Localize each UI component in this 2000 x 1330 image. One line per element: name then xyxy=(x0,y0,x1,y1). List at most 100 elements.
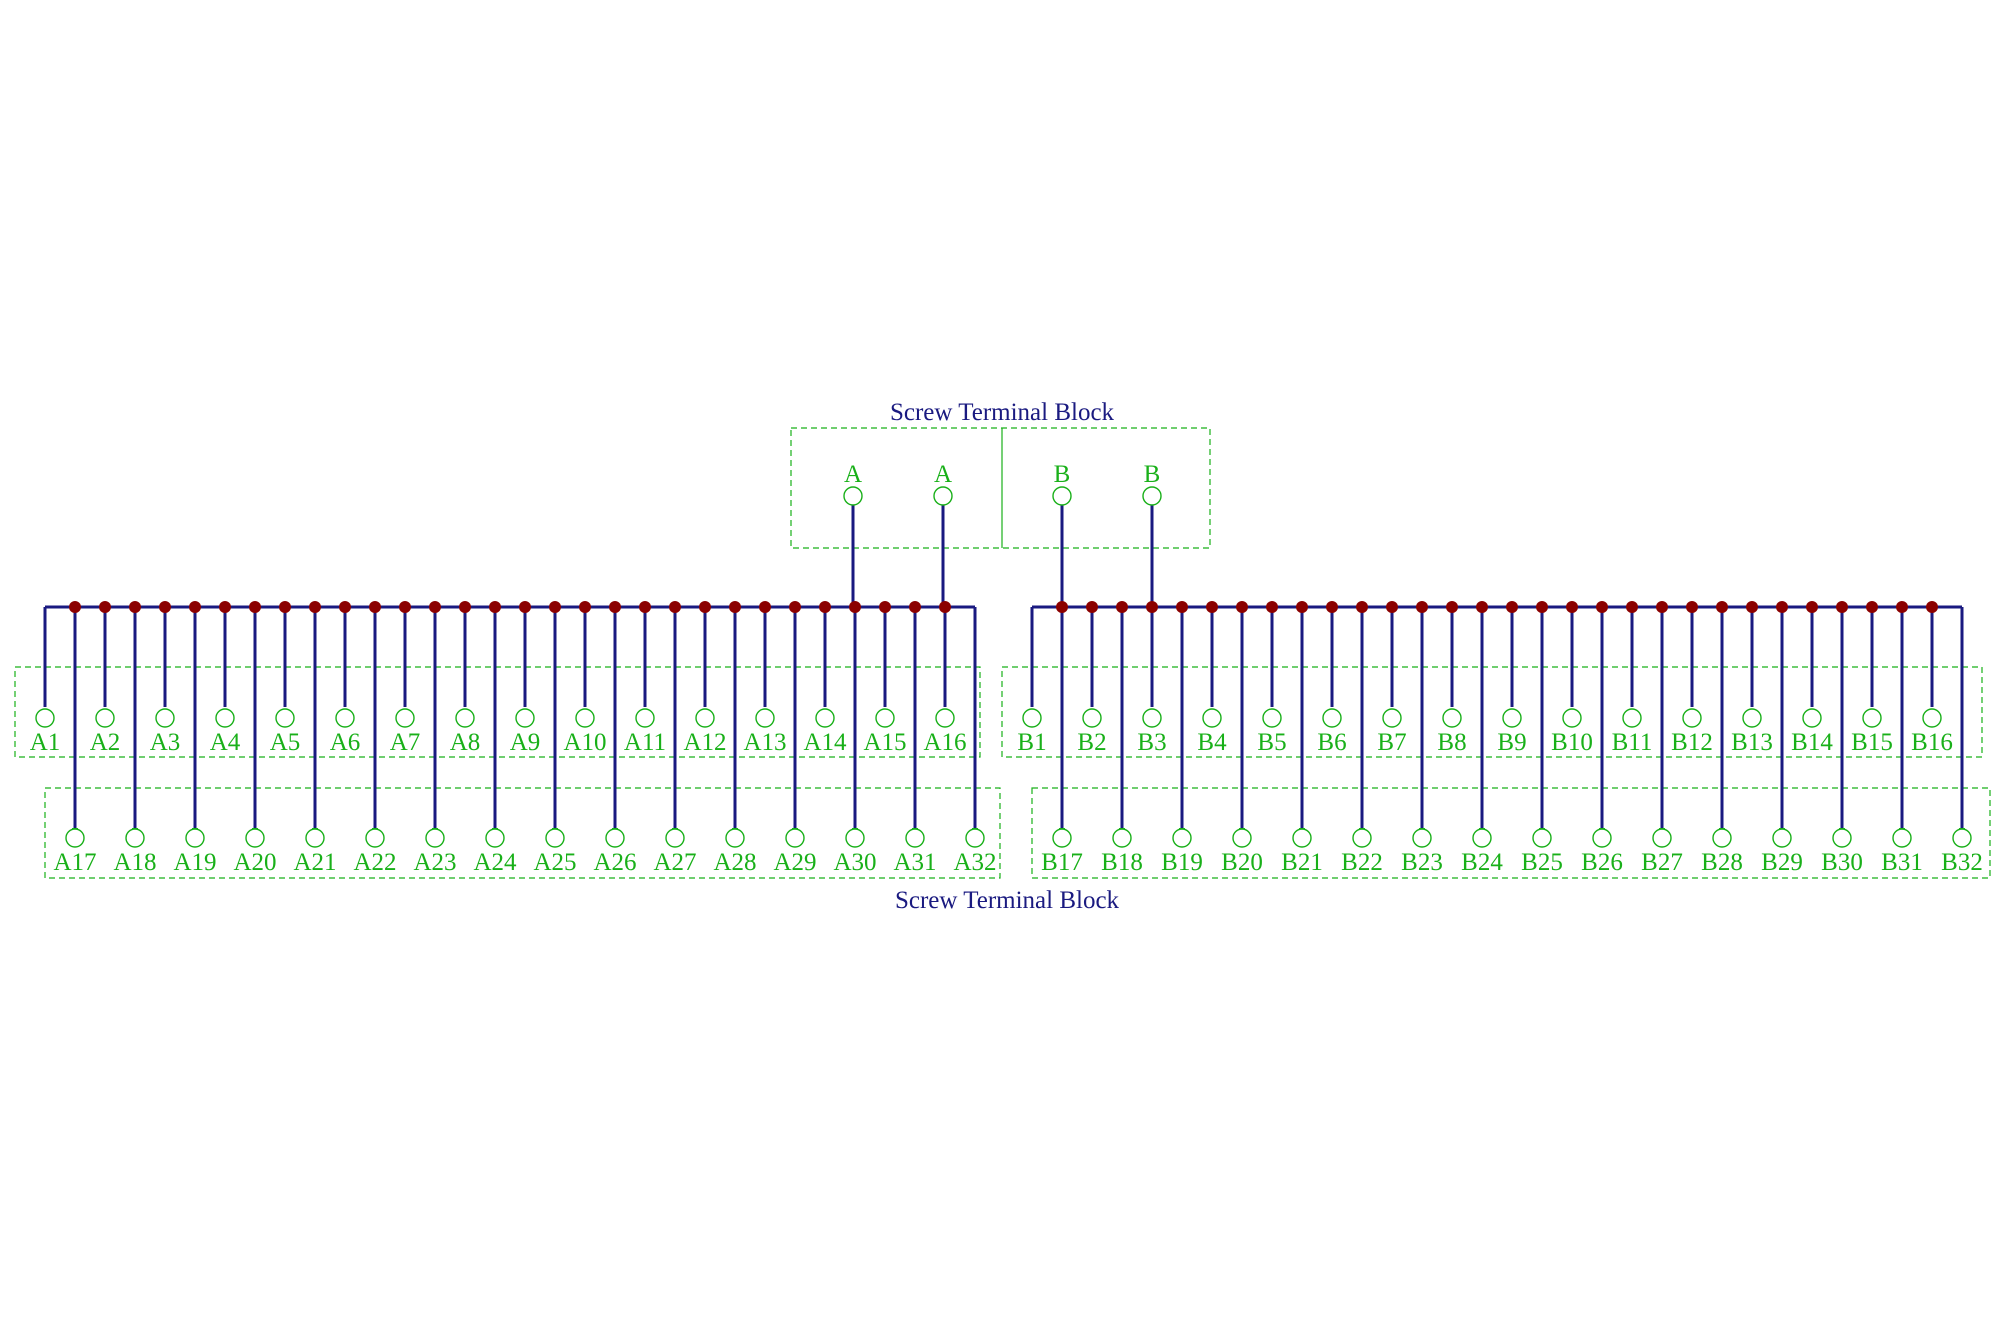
pin-label: A24 xyxy=(473,849,517,876)
top-terminal-label: A xyxy=(844,461,862,488)
terminal-circle xyxy=(1442,708,1462,728)
terminal-circle xyxy=(245,828,265,848)
junction-dot xyxy=(249,601,261,613)
pin-label: B4 xyxy=(1197,729,1227,756)
junction-dot xyxy=(1116,601,1128,613)
pin-label: B7 xyxy=(1377,729,1406,756)
pin-label: B20 xyxy=(1221,849,1263,876)
terminal-circle xyxy=(1232,828,1252,848)
junction-dot xyxy=(429,601,441,613)
junction-dot xyxy=(549,601,561,613)
pin-label: B14 xyxy=(1791,729,1833,756)
pin-label: B12 xyxy=(1671,729,1713,756)
top-terminal-label: B xyxy=(1054,461,1071,488)
pin-label: A11 xyxy=(624,729,666,756)
pin-label: B28 xyxy=(1701,849,1743,876)
junction-dot xyxy=(1656,601,1668,613)
terminal-circle xyxy=(1142,708,1162,728)
terminal-circle xyxy=(35,708,55,728)
terminal-circle xyxy=(905,828,925,848)
pin-label: A30 xyxy=(833,849,876,876)
pin-label: A25 xyxy=(533,849,576,876)
pin-label: B29 xyxy=(1761,849,1803,876)
terminal-circle xyxy=(1412,828,1432,848)
terminal-circle xyxy=(755,708,775,728)
junction-dot xyxy=(669,601,681,613)
pin-label: A12 xyxy=(683,729,726,756)
junction-dot xyxy=(69,601,81,613)
terminal-circle xyxy=(1472,828,1492,848)
terminal-row-frame xyxy=(1031,787,1991,879)
pin-label: B3 xyxy=(1137,729,1166,756)
top-block-title: Screw Terminal Block xyxy=(890,399,1115,426)
top-terminal-circle xyxy=(933,486,953,506)
junction-dot xyxy=(699,601,711,613)
terminal-circle xyxy=(1712,828,1732,848)
terminals xyxy=(35,486,1972,848)
terminal-circle xyxy=(725,828,745,848)
junction-dot xyxy=(1236,601,1248,613)
junction-dot xyxy=(519,601,531,613)
pin-label: B25 xyxy=(1521,849,1563,876)
terminal-circle xyxy=(1892,828,1912,848)
terminal-circle xyxy=(455,708,475,728)
terminal-row-frame xyxy=(14,666,981,758)
junction-dot xyxy=(1266,601,1278,613)
pin-label: B10 xyxy=(1551,729,1593,756)
junction-dot xyxy=(1356,601,1368,613)
terminal-circle xyxy=(1862,708,1882,728)
terminal-circle xyxy=(575,708,595,728)
junction-dot xyxy=(1596,601,1608,613)
pin-label: B26 xyxy=(1581,849,1623,876)
pin-label: B17 xyxy=(1041,849,1083,876)
pin-label: A31 xyxy=(893,849,936,876)
junction-dot xyxy=(1176,601,1188,613)
terminal-row-frame xyxy=(44,787,1001,879)
junction-dot xyxy=(1086,601,1098,613)
junction-dot xyxy=(759,601,771,613)
terminal-circle xyxy=(1022,708,1042,728)
pin-label: B18 xyxy=(1101,849,1143,876)
junction-dot xyxy=(399,601,411,613)
terminal-circle xyxy=(1382,708,1402,728)
terminal-circle xyxy=(425,828,445,848)
pin-label: A13 xyxy=(743,729,786,756)
junction-dot xyxy=(1716,601,1728,613)
junction-dot xyxy=(1686,601,1698,613)
pin-label: B2 xyxy=(1077,729,1106,756)
terminal-circle xyxy=(485,828,505,848)
terminal-circle xyxy=(1112,828,1132,848)
pin-label: A8 xyxy=(450,729,481,756)
junction-dot xyxy=(1476,601,1488,613)
terminal-circle xyxy=(65,828,85,848)
junction-dot xyxy=(1146,601,1158,613)
terminal-frames xyxy=(14,666,1991,879)
junction-dot xyxy=(99,601,111,613)
junctions xyxy=(69,601,1938,613)
pin-label: A7 xyxy=(390,729,421,756)
junction-dot xyxy=(489,601,501,613)
junction-dot xyxy=(1776,601,1788,613)
terminal-circle xyxy=(785,828,805,848)
terminal-circle xyxy=(845,828,865,848)
terminal-circle xyxy=(965,828,985,848)
junction-dot xyxy=(1326,601,1338,613)
junction-dot xyxy=(219,601,231,613)
junction-dot xyxy=(1296,601,1308,613)
top-block-right-terminals: B B xyxy=(1054,461,1161,488)
terminal-circle xyxy=(935,708,955,728)
junction-dot xyxy=(879,601,891,613)
junction-dot xyxy=(1056,601,1068,613)
pin-label: A6 xyxy=(330,729,361,756)
pin-label: A5 xyxy=(270,729,301,756)
terminal-circle xyxy=(1292,828,1312,848)
junction-dot xyxy=(1746,601,1758,613)
pin-label: A2 xyxy=(90,729,121,756)
terminal-circle xyxy=(1082,708,1102,728)
pin-label: B16 xyxy=(1911,729,1953,756)
junction-dot xyxy=(279,601,291,613)
terminal-circle xyxy=(665,828,685,848)
pin-label: B5 xyxy=(1257,729,1286,756)
pin-label: A19 xyxy=(173,849,216,876)
pin-label: B19 xyxy=(1161,849,1203,876)
